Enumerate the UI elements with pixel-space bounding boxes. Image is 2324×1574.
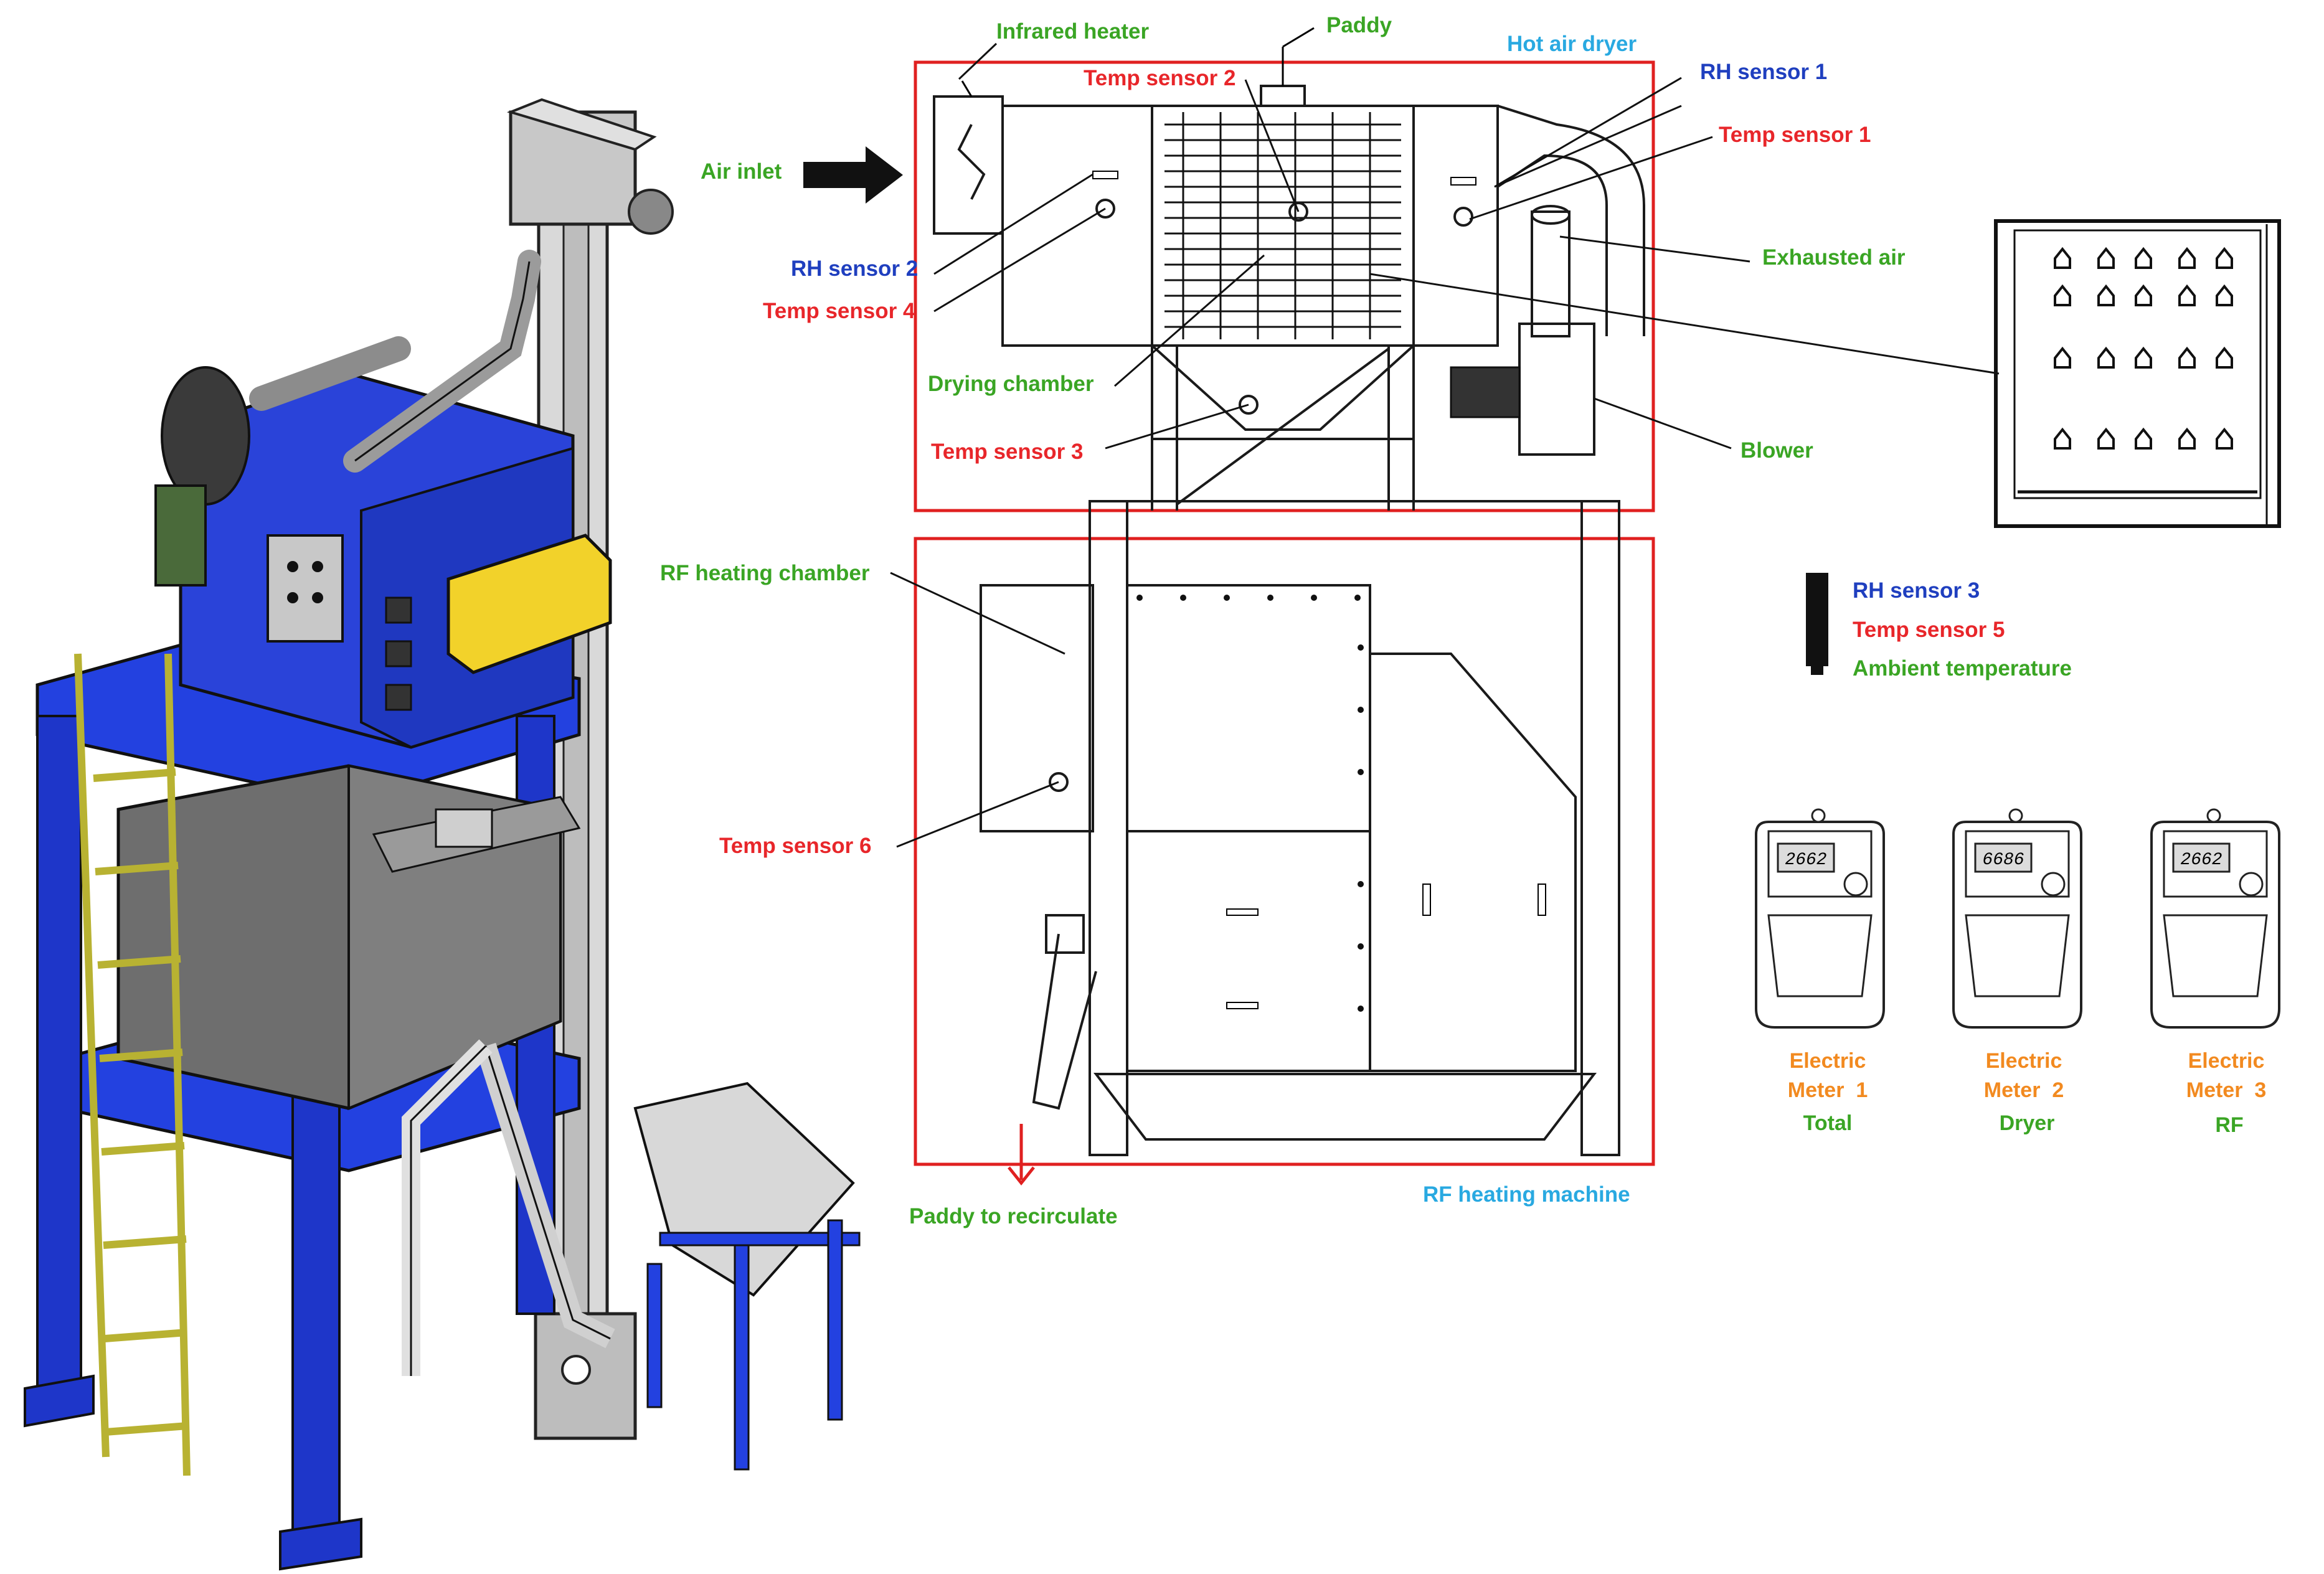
label-infrared-heater: Infrared heater xyxy=(996,19,1149,44)
hot-air-dryer-schematic xyxy=(914,27,1655,512)
label-temp-sensor-2: Temp sensor 2 xyxy=(1084,66,1235,90)
label-air-inlet: Air inlet xyxy=(701,159,782,184)
meter-3-sub: RF xyxy=(2215,1113,2243,1137)
meter-2-display: 6686 xyxy=(1982,851,2024,870)
dryer-hopper xyxy=(1148,344,1417,431)
chamber-slat-detail xyxy=(1994,219,2281,528)
paddy-inlet xyxy=(1260,85,1306,107)
infrared-heater-yellow xyxy=(446,534,612,674)
rf-heating-chamber xyxy=(980,584,1094,832)
ladder xyxy=(74,653,191,1476)
electric-meter-icon xyxy=(1952,808,2082,1029)
label-temp-sensor-3: Temp sensor 3 xyxy=(931,440,1083,464)
blower-motor-3d xyxy=(161,366,250,506)
recirculation-chute xyxy=(1032,933,1097,1110)
rf-heating-machine-schematic xyxy=(914,500,1655,1186)
drying-chamber xyxy=(1151,105,1415,347)
frame-leg-front-left xyxy=(36,715,82,1408)
rh-sensor-2-probe xyxy=(1092,171,1118,179)
meter-3-display: 2662 xyxy=(2180,851,2222,870)
label-temp-sensor-5: Temp sensor 5 xyxy=(1853,618,2005,642)
label-exhausted-air: Exhausted air xyxy=(1762,245,1906,270)
label-temp-sensor-1: Temp sensor 1 xyxy=(1719,123,1871,147)
machine-3d-illustration xyxy=(24,98,861,1571)
infrared-heater-unit xyxy=(933,95,1004,235)
label-rh-sensor-2: RH sensor 2 xyxy=(791,257,918,281)
electric-meter-icon xyxy=(2150,808,2280,1029)
label-temp-sensor-4: Temp sensor 4 xyxy=(763,299,915,323)
exhaust-stack xyxy=(1531,210,1571,337)
temp-sensor-2-probe xyxy=(1288,202,1308,222)
rh-sensor-1-probe xyxy=(1450,177,1476,186)
meter-1-label-line1: Electric xyxy=(1790,1049,1866,1073)
recirculate-arrow-icon xyxy=(1008,1124,1035,1186)
label-blower: Blower xyxy=(1741,438,1813,463)
electric-meter-icon xyxy=(1755,808,1885,1029)
temp-sensor-1-probe xyxy=(1453,207,1473,227)
meter-1-display: 2662 xyxy=(1785,851,1826,870)
temp-sensor-3-probe xyxy=(1239,395,1259,415)
electric-meter-1: 2662 xyxy=(1755,808,1885,1029)
label-paddy: Paddy xyxy=(1326,13,1392,37)
control-panel xyxy=(267,534,344,643)
label-temp-sensor-6: Temp sensor 6 xyxy=(719,834,871,858)
label-ambient-temperature: Ambient temperature xyxy=(1853,656,2072,681)
exhaust-pipe xyxy=(249,336,411,411)
hopper-stand xyxy=(659,1232,861,1246)
label-hot-air-dryer: Hot air dryer xyxy=(1507,32,1637,56)
meter-2-label-line1: Electric xyxy=(1986,1049,2062,1073)
rf-generator-cabinet xyxy=(1369,653,1577,1072)
meter-1-label-line2: Meter 1 xyxy=(1788,1078,1868,1102)
leader-lines xyxy=(890,42,2000,848)
blower-unit xyxy=(1518,323,1595,456)
exhaust-duct xyxy=(1497,105,1645,336)
temp-sensor-6-probe xyxy=(1049,772,1069,792)
meter-3-label-line2: Meter 3 xyxy=(2186,1078,2267,1102)
electric-meter-3: 2662 xyxy=(2150,808,2280,1029)
hot-air-dryer-box xyxy=(914,60,1655,512)
rh-sensor-3-probe xyxy=(1806,573,1828,675)
label-rh-sensor-3: RH sensor 3 xyxy=(1853,578,1980,603)
temp-sensor-4-probe xyxy=(1095,199,1115,219)
slat-openings xyxy=(2054,247,2233,450)
meter-2-sub: Dryer xyxy=(2000,1111,2055,1135)
label-rf-heating-machine: RF heating machine xyxy=(1423,1182,1630,1207)
air-inlet-arrow-icon xyxy=(803,146,903,204)
meter-3-label-line1: Electric xyxy=(2188,1049,2265,1073)
electric-meter-2: 6686 xyxy=(1952,808,2082,1029)
label-paddy-to-recirculate: Paddy to recirculate xyxy=(909,1204,1118,1228)
labels: Infrared heater Paddy Hot air dryer RH s… xyxy=(660,13,2266,1228)
meter-1-sub: Total xyxy=(1803,1111,1853,1135)
meter-2-label-line2: Meter 2 xyxy=(1984,1078,2064,1102)
label-rf-heating-chamber: RF heating chamber xyxy=(660,561,870,585)
label-rh-sensor-1: RH sensor 1 xyxy=(1700,60,1827,84)
rf-heating-machine-box xyxy=(914,537,1655,1166)
label-drying-chamber: Drying chamber xyxy=(928,372,1094,396)
chamber-slats xyxy=(1164,123,1401,328)
